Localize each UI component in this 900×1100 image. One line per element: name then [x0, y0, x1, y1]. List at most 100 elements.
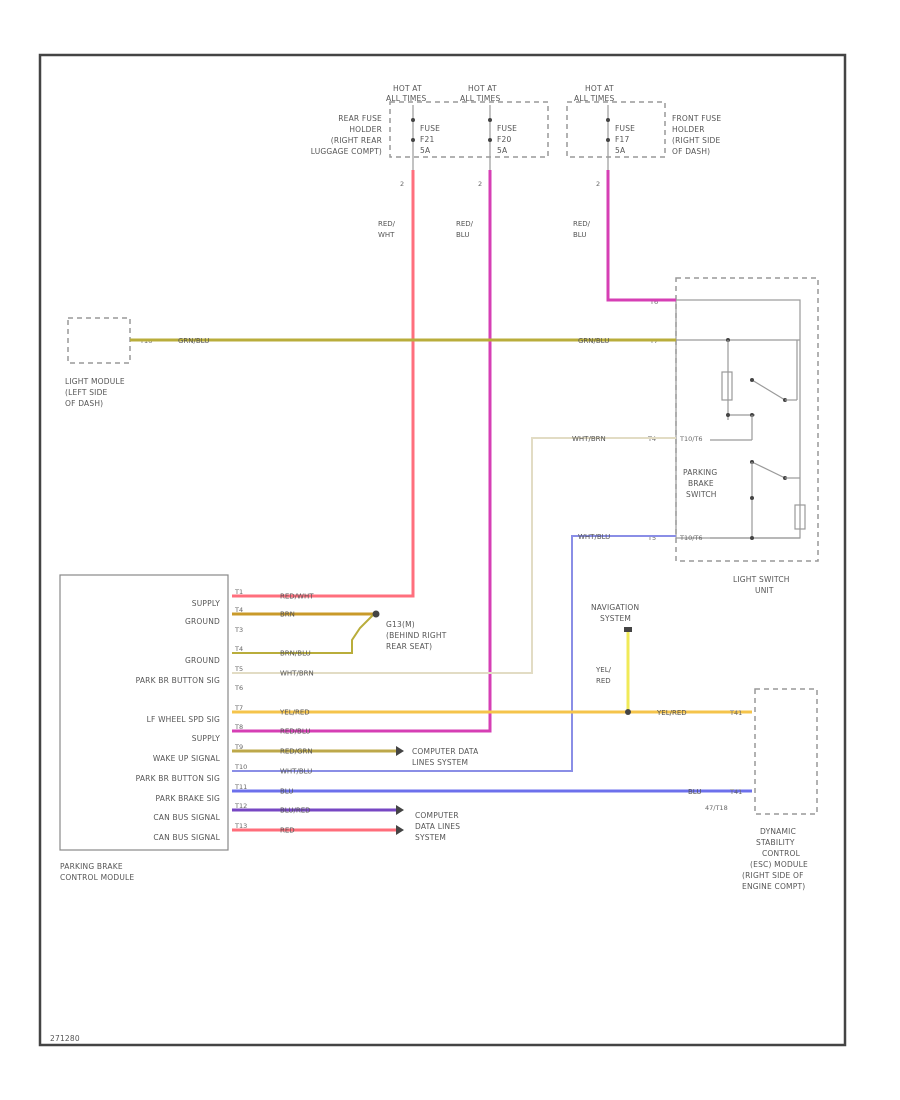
svg-text:2: 2	[400, 180, 404, 188]
svg-text:G13(M): G13(M)	[386, 620, 415, 629]
pbcm-pin-7: T7	[234, 704, 243, 712]
pbcm-rows: SUPPLYT1RED/WHTGROUNDT4BRNT3GROUNDT4BRN/…	[136, 588, 315, 842]
label-wht-blu-top: WHT/BLU	[578, 533, 610, 541]
wire-brn-blu-ground	[232, 613, 375, 654]
pbcm-wire-label-4: BRN/BLU	[280, 650, 311, 658]
light-module-label: LIGHT MODULE (LEFT SIDE OF DASH)	[65, 377, 125, 408]
fuse2-wire-label-2: BLU	[456, 231, 469, 239]
parking-brake-switch-label: PARKING BRAKE SWITCH	[683, 468, 717, 499]
label-nav-yel-1: YEL/	[595, 666, 612, 674]
esc-pin-1: T41	[729, 709, 742, 717]
pbcm-pin-8: T8	[234, 723, 243, 731]
pbcm-pin-6: T6	[234, 684, 243, 692]
svg-text:(BEHIND RIGHT: (BEHIND RIGHT	[386, 631, 447, 640]
lsu-pin-t5: T5	[647, 534, 656, 542]
fuse1-wire-label-1: RED/	[378, 220, 396, 228]
pbcm-wire-label-9: RED/GRN	[280, 748, 313, 756]
svg-text:LUGGAGE COMPT): LUGGAGE COMPT)	[311, 147, 382, 156]
diagram-frame	[38, 53, 847, 1047]
navigation-system-label: NAVIGATION SYSTEM	[591, 603, 639, 623]
svg-text:2: 2	[478, 180, 482, 188]
lsu-pin-small2: T10/T6	[679, 534, 703, 542]
pbcm-wire-label-7: YEL/RED	[279, 709, 310, 717]
pbcm-box	[59, 574, 229, 851]
svg-text:SYSTEM: SYSTEM	[415, 833, 446, 842]
pbcm-signal-11: PARK BRAKE SIG	[156, 794, 221, 803]
light-switch-internal	[676, 338, 806, 540]
pbcm-wire-label-8: RED/BLU	[280, 728, 311, 736]
svg-text:PARKING: PARKING	[683, 468, 717, 477]
pbcm-signal-7: LF WHEEL SPD SIG	[147, 715, 220, 724]
wire-wht-brn-button	[232, 437, 676, 674]
svg-text:2: 2	[596, 180, 600, 188]
arrow-canbus-1	[396, 805, 404, 815]
label-grn-blu-left: GRN/BLU	[178, 337, 209, 345]
pbcm-signal-5: PARK BR BUTTON SIG	[136, 676, 220, 685]
svg-text:OF DASH): OF DASH)	[672, 147, 710, 156]
pbcm-pin-9: T9	[234, 743, 243, 751]
arrow-wakeup	[396, 746, 404, 756]
pbcm-wire-label-12: BLU/RED	[280, 807, 311, 815]
svg-text:DATA LINES: DATA LINES	[415, 822, 460, 831]
fuse1-hot-line2: ALL TIMES	[386, 94, 426, 103]
ground-g13-terminal	[372, 610, 380, 618]
pbcm-pin-5: T5	[234, 665, 243, 673]
lsu-pin-small1: T10/T6	[679, 435, 703, 443]
pbcm-wire-label-1: RED/WHT	[280, 593, 314, 601]
lsu-pin-t6: T6	[649, 298, 658, 306]
pbcm-signal-12: CAN BUS SIGNAL	[153, 813, 220, 822]
svg-text:(ESC) MODULE: (ESC) MODULE	[750, 860, 808, 869]
fuse1-wire-label-2: WHT	[378, 231, 395, 239]
navigation-terminal	[624, 627, 632, 632]
computer-data-lines-label-1: COMPUTER DATA LINES SYSTEM	[412, 747, 479, 767]
svg-text:LIGHT MODULE: LIGHT MODULE	[65, 377, 125, 386]
rear-fuse-holder-box	[389, 101, 549, 158]
computer-data-lines-label-2: COMPUTER DATA LINES SYSTEM	[415, 811, 460, 842]
pbcm-wire-label-10: WHT/BLU	[280, 768, 312, 776]
svg-text:STABILITY: STABILITY	[756, 838, 795, 847]
fuse3-wire-label-2: BLU	[573, 231, 586, 239]
svg-text:COMPUTER: COMPUTER	[415, 811, 459, 820]
svg-text:REAR SEAT): REAR SEAT)	[386, 642, 432, 651]
fuse-f20: FUSE F20 5A 2	[478, 105, 517, 188]
ground-g13-label: G13(M) (BEHIND RIGHT REAR SEAT)	[386, 620, 447, 651]
svg-text:HOLDER: HOLDER	[672, 125, 705, 134]
label-nav-yel-2: RED	[596, 677, 611, 685]
pbcm-wire-label-2: BRN	[280, 611, 295, 619]
svg-text:COMPUTER DATA: COMPUTER DATA	[412, 747, 479, 756]
esc-pin-2: T41	[729, 788, 742, 796]
svg-text:CONTROL: CONTROL	[762, 849, 801, 858]
pbcm-signal-13: CAN BUS SIGNAL	[153, 833, 220, 842]
svg-text:HOLDER: HOLDER	[349, 125, 382, 134]
svg-text:F20: F20	[497, 135, 511, 144]
pbcm-signal-4: GROUND	[185, 656, 220, 665]
wire-wht-blu-button	[232, 535, 676, 772]
light-module-box	[67, 317, 131, 364]
yel-red-splice	[625, 709, 631, 715]
label-wht-brn-top: WHT/BRN	[572, 435, 606, 443]
svg-text:FRONT FUSE: FRONT FUSE	[672, 114, 721, 123]
svg-text:FUSE: FUSE	[497, 124, 517, 133]
wire-red-wht-supply	[232, 170, 415, 598]
diagram-id: 271280	[50, 1034, 80, 1043]
svg-text:OF DASH): OF DASH)	[65, 399, 103, 408]
pbcm-label: PARKING BRAKE CONTROL MODULE	[60, 862, 134, 882]
svg-text:LINES SYSTEM: LINES SYSTEM	[412, 758, 468, 767]
svg-text:LIGHT SWITCH: LIGHT SWITCH	[733, 575, 790, 584]
label-grn-blu-right: GRN/BLU	[578, 337, 609, 345]
pbcm-pin-13: T13	[234, 822, 247, 830]
svg-text:F17: F17	[615, 135, 629, 144]
svg-text:FUSE: FUSE	[615, 124, 635, 133]
fuse3-hot-line1: HOT AT	[585, 84, 614, 93]
svg-text:(RIGHT SIDE OF: (RIGHT SIDE OF	[742, 871, 804, 880]
svg-text:(LEFT SIDE: (LEFT SIDE	[65, 388, 108, 397]
rear-fuse-holder-label: REAR FUSE HOLDER (RIGHT REAR LUGGAGE COM…	[311, 114, 382, 156]
svg-text:UNIT: UNIT	[755, 586, 774, 595]
esc-module-label: DYNAMIC STABILITY CONTROL (ESC) MODULE (…	[742, 827, 808, 891]
fuse-f17: FUSE F17 5A 2	[596, 105, 635, 188]
pbcm-pin-4: T4	[234, 645, 243, 653]
fuse3-wire-label-1: RED/	[573, 220, 591, 228]
light-switch-unit-box	[675, 277, 819, 562]
fuse3-hot-line2: ALL TIMES	[574, 94, 614, 103]
pbcm-pin-1: T1	[234, 588, 243, 596]
